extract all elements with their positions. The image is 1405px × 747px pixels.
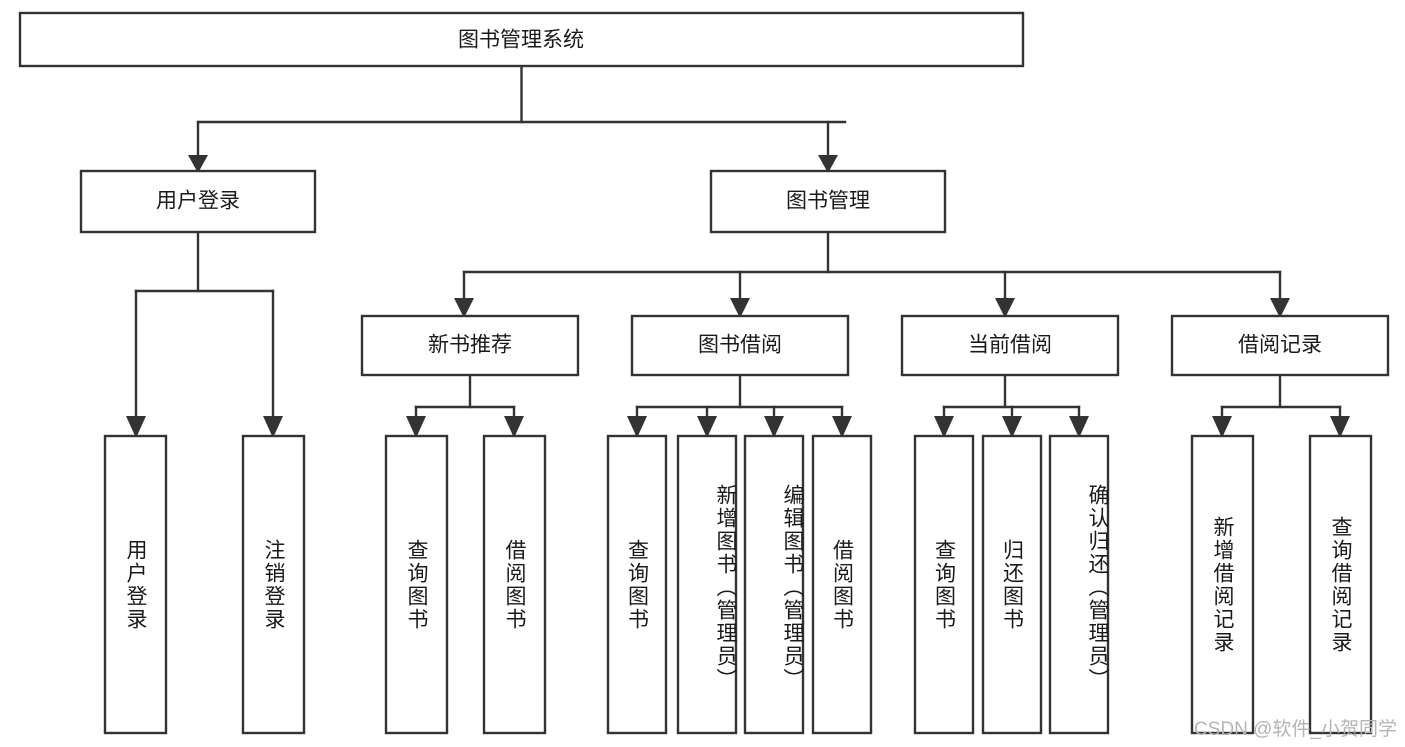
node-new-book-recommend[interactable]: 新书推荐 [360,314,580,377]
leaf-box-query-book-1[interactable] [384,434,449,735]
node-user-login-label: 用户登录 [156,190,240,213]
leaf-box-edit-book[interactable] [743,434,805,735]
leaf-box-user-login[interactable] [103,434,168,735]
leaf-box-borrow-book-1[interactable] [482,434,547,735]
node-book-borrow[interactable]: 图书借阅 [630,314,850,377]
node-new-book-recommend-label: 新书推荐 [428,334,512,357]
node-borrow-record[interactable]: 借阅记录 [1170,314,1390,377]
connector-book-manage-branch [454,230,1290,318]
leaf-box-query-book-2[interactable] [606,434,668,735]
leaf-box-add-record[interactable] [1190,434,1255,735]
leaf-box-borrow-book-2[interactable] [811,434,873,735]
node-book-manage[interactable]: 图书管理 [709,169,947,234]
leaf-box-return-book[interactable] [981,434,1043,735]
leaf-box-logout[interactable] [241,434,306,735]
connector-current-borrow-branch [934,373,1089,438]
connector-book-borrow-branch [627,373,852,438]
node-root-label: 图书管理系统 [458,29,584,52]
leaf-box-query-book-3[interactable] [913,434,975,735]
leaf-box-add-book[interactable] [676,434,738,735]
node-borrow-record-label: 借阅记录 [1238,334,1322,357]
csdn-watermark: CSDN @软件_小贺同学 [1194,719,1397,740]
node-user-login[interactable]: 用户登录 [79,169,317,234]
leaf-boxes [103,434,1373,735]
connector-borrow-record-branch [1212,373,1350,438]
connector-root-to-book-manage [818,120,838,173]
connector-root-trunk [196,64,847,124]
node-book-borrow-label: 图书借阅 [698,334,782,357]
leaf-box-query-record[interactable] [1308,434,1373,735]
connector-user-login-branch [126,230,283,438]
leaf-box-confirm-return[interactable] [1048,434,1110,735]
node-root[interactable]: 图书管理系统 [18,11,1025,68]
node-current-borrow-label: 当前借阅 [968,334,1052,357]
node-current-borrow[interactable]: 当前借阅 [900,314,1120,377]
connector-new-book-recommend-branch [406,373,524,438]
connector-root-to-user-login [188,120,208,173]
node-book-manage-label: 图书管理 [786,190,870,213]
